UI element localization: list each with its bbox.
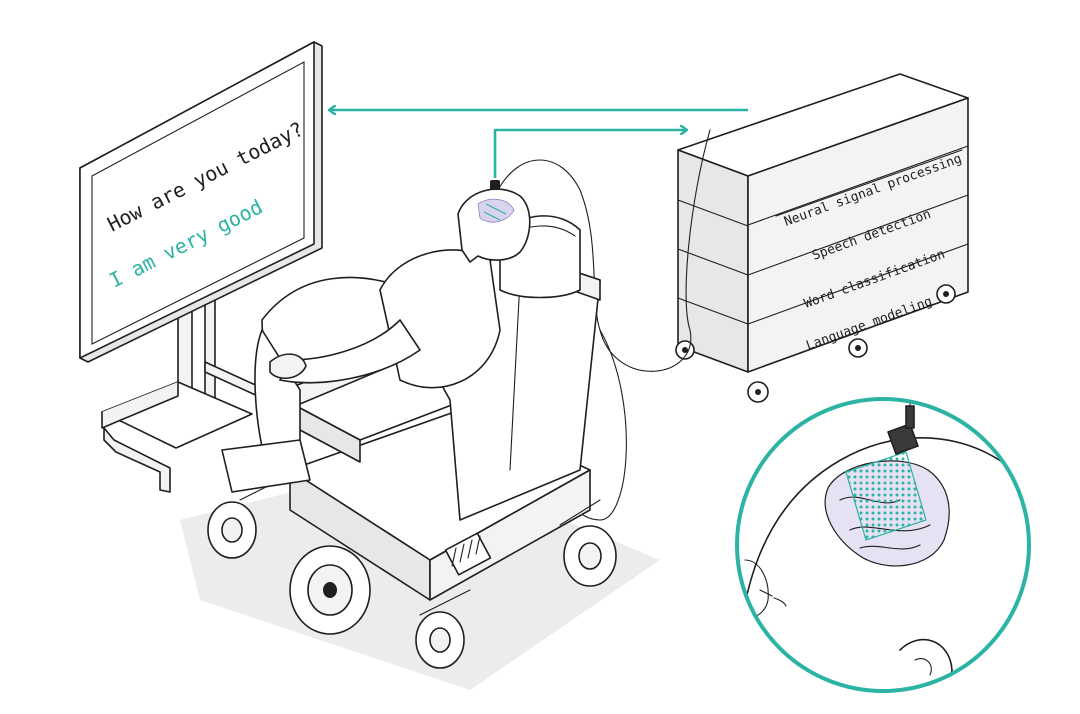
- wheel-rear-left: [289, 545, 371, 635]
- wheel-front-left: [207, 501, 257, 559]
- implant-connector: [887, 423, 919, 455]
- electrode-array: [845, 451, 927, 541]
- head-connector: [490, 180, 500, 190]
- monitor-stand: [101, 289, 263, 493]
- wheel-front-right: [415, 611, 465, 669]
- signal-cable: [497, 129, 711, 372]
- arrow-to-cabinet: [493, 130, 686, 178]
- wheel-rear-right: [563, 525, 617, 587]
- participant: [221, 180, 531, 493]
- implant-detail-inset: [735, 397, 1031, 693]
- data-flow-arrows: [330, 110, 748, 178]
- processing-cabinet: Neural signal processing Speech detectio…: [675, 73, 969, 403]
- monitor: How are you today? I am very good: [79, 41, 323, 493]
- monitor-screen: [79, 41, 315, 359]
